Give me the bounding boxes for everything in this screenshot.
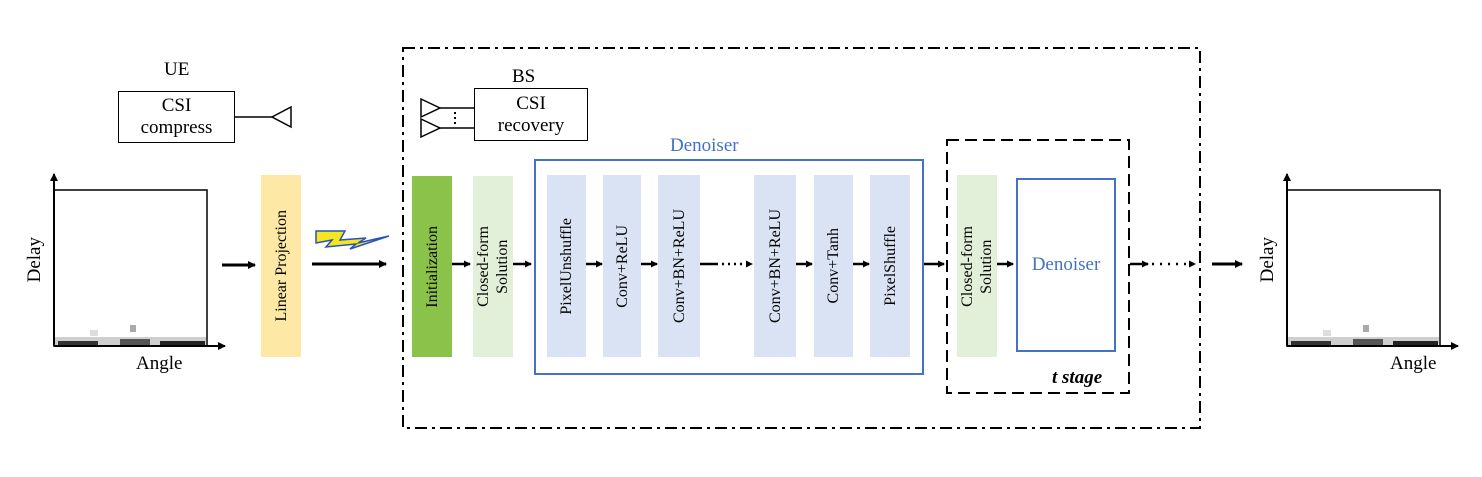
t-stage-frame [946, 139, 1130, 394]
csi-compress-line2: compress [140, 117, 213, 138]
linear-projection-block: Linear Projection [261, 175, 301, 357]
initialization-block: Initialization [412, 176, 452, 357]
output-plot-axes [1283, 173, 1459, 350]
t-stage-label: t stage [1052, 367, 1103, 388]
denoiser-block [534, 159, 924, 375]
layer-label: PixelShuffle [881, 226, 899, 306]
closed-form-2-line1: Closed-form [959, 225, 976, 307]
layer-label: Conv+Tanh [825, 228, 842, 304]
csi-recovery-line1: CSI [516, 92, 546, 114]
lightning-icon [315, 230, 390, 250]
layer-conv-tanh: Conv+Tanh [814, 175, 853, 357]
layer-conv-bn-relu-1: Conv+BN+ReLU [658, 175, 700, 357]
layer-pixelshuffle: PixelShuffle [870, 175, 910, 357]
input-ylabel: Delay [23, 237, 45, 283]
antenna-icon [235, 105, 292, 129]
csi-compress-box: CSI compress [118, 91, 235, 143]
stage-denoiser-label: Denoiser [1031, 254, 1101, 275]
layer-conv-bn-relu-2: Conv+BN+ReLU [754, 175, 796, 357]
output-ylabel: Delay [1256, 237, 1278, 283]
input-xlabel: Angle [136, 353, 183, 374]
closed-form-1-line1: Closed-form [475, 226, 492, 307]
flow-arrows [222, 260, 1243, 269]
stage-denoiser-box: Denoiser [1016, 178, 1116, 352]
layer-label: PixelUnshuffle [558, 217, 575, 315]
output-ylabel-wrap: Delay [1253, 230, 1281, 290]
linear-projection-label: Linear Projection [272, 210, 290, 322]
csi-compress-line1: CSI [161, 95, 192, 116]
layer-pixelunshuffle: PixelUnshuffle [547, 175, 586, 357]
ue-label: UE [164, 59, 190, 80]
csi-recovery-box: CSI recovery [474, 88, 588, 141]
closed-form-1-line2: Solution [494, 239, 511, 294]
layer-label: Conv+BN+ReLU [766, 208, 784, 324]
csi-recovery-line2: recovery [497, 114, 565, 136]
closed-form-2-line2: Solution [978, 238, 995, 294]
layer-label: Conv+ReLU [613, 224, 631, 308]
layer-conv-relu: Conv+ReLU [603, 175, 641, 357]
bs-label: BS [512, 66, 536, 87]
input-ylabel-wrap: Delay [20, 230, 48, 290]
denoiser-title: Denoiser [670, 135, 739, 156]
bs-frame [402, 47, 1201, 429]
layer-label: Conv+BN+ReLU [670, 208, 688, 324]
antenna-icon [420, 97, 474, 139]
initialization-label: Initialization [423, 225, 441, 308]
input-plot-axes [50, 173, 226, 350]
output-xlabel: Angle [1390, 353, 1437, 374]
